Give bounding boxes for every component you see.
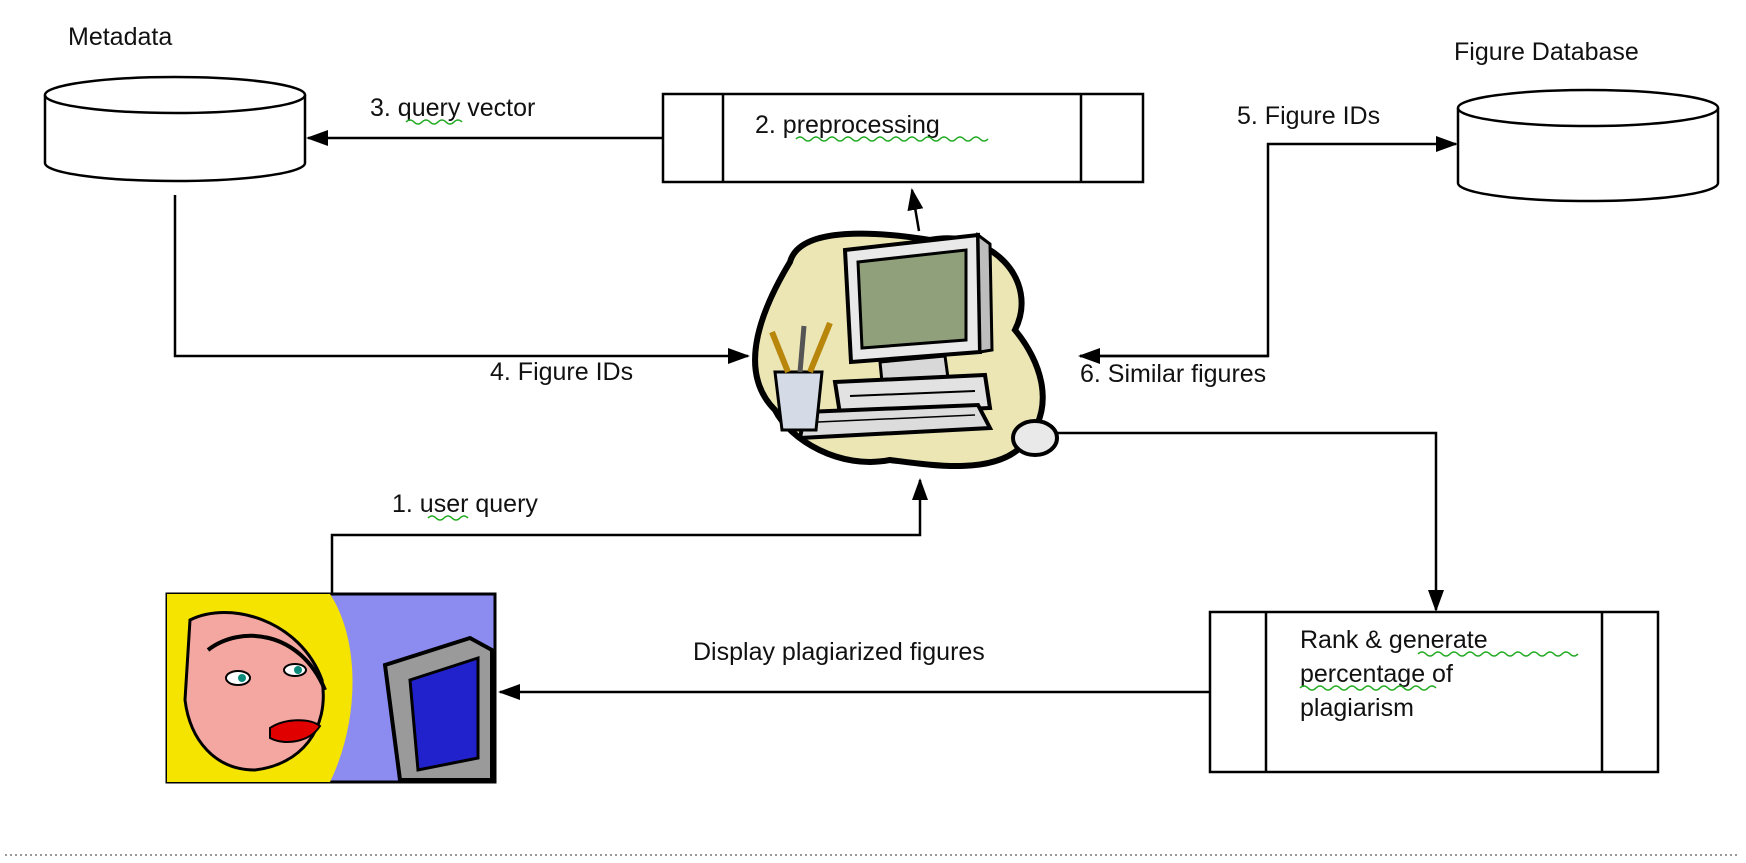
figure-database-label: Figure Database — [1454, 38, 1639, 66]
figure-ids-metadata-label: 4. Figure IDs — [490, 358, 633, 386]
similar-figures-label: 6. Similar figures — [1080, 360, 1266, 388]
rank-line-1: Rank & generate — [1300, 626, 1488, 654]
spellcheck-underline — [427, 515, 469, 521]
preprocessing-process — [661, 92, 1145, 184]
spellcheck-underline — [405, 119, 463, 125]
edge-figure-ids-metadata — [173, 195, 750, 364]
desktop-computer-icon — [752, 230, 1059, 469]
rank-line-3: plagiarism — [1300, 694, 1414, 722]
rank-line-2: percentage of — [1300, 660, 1453, 688]
rank-process — [1208, 610, 1660, 774]
spellcheck-underline — [1417, 651, 1579, 657]
figure-database-store — [1456, 88, 1720, 203]
user-query-label: 1. user query — [392, 490, 538, 518]
query-vector-label: 3. query vector — [370, 94, 535, 122]
metadata-store — [43, 75, 307, 183]
spellcheck-underline — [795, 136, 989, 142]
spellcheck-underline — [1299, 685, 1437, 691]
preprocessing-label: 2. preprocessing — [755, 111, 940, 139]
figure-ids-database-label: 5. Figure IDs — [1237, 102, 1380, 130]
metadata-label: Metadata — [68, 23, 172, 51]
user-at-computer-icon — [165, 592, 497, 784]
display-label: Display plagiarized figures — [693, 638, 985, 666]
edge-to-rank — [1055, 431, 1444, 612]
edge-user-query — [330, 478, 928, 594]
edge-to-preprocessing — [907, 188, 924, 232]
